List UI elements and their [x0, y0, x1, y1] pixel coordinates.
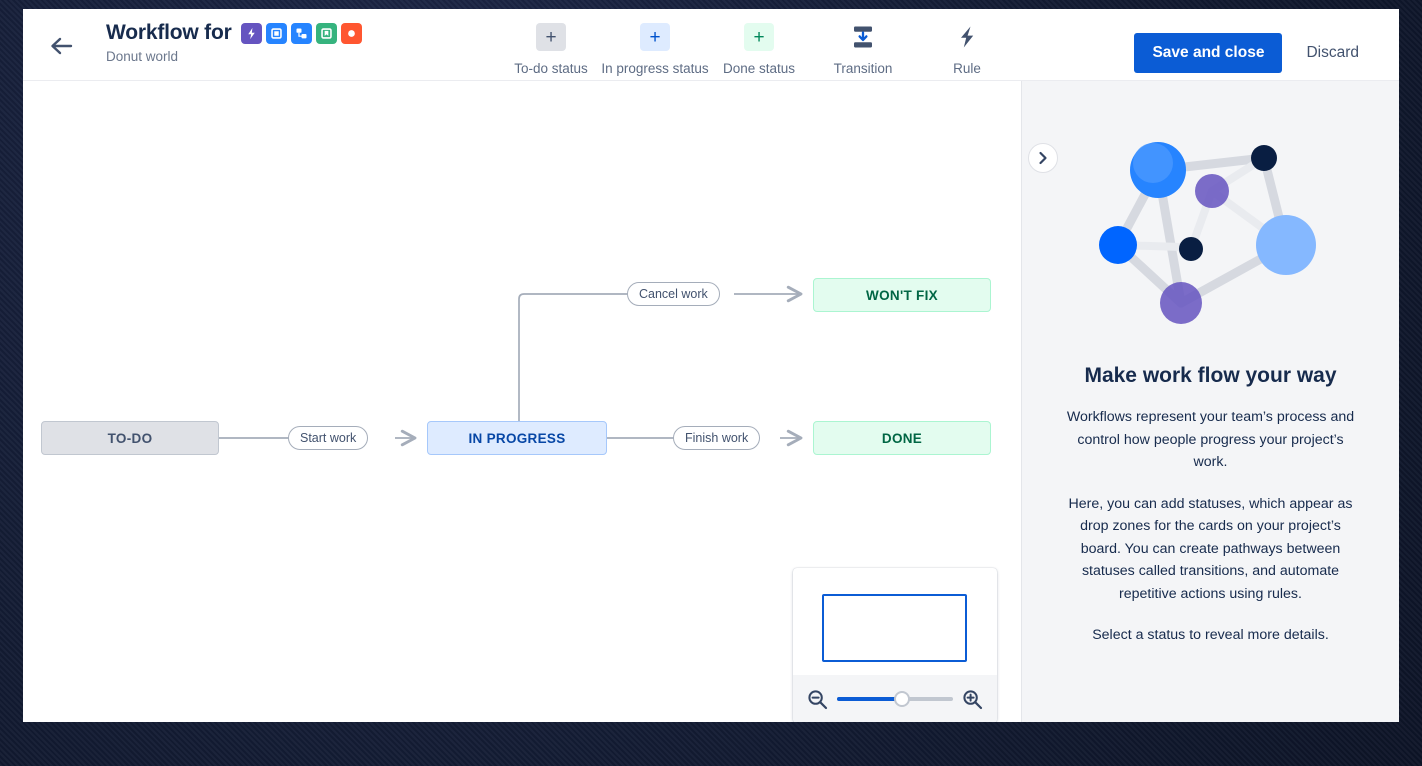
tool-label: Rule [953, 61, 981, 76]
workflow-edges [219, 285, 803, 447]
header-actions: Save and close Discard [1134, 33, 1373, 73]
panel-paragraph-3: Select a status to reveal more details. [1092, 627, 1329, 643]
zoom-out-icon[interactable] [807, 689, 828, 710]
slider-thumb[interactable] [893, 691, 910, 707]
page-title: Workflow for [106, 21, 232, 44]
edge-label-text: Cancel work [639, 287, 708, 301]
edge-label-text: Finish work [685, 431, 749, 445]
plus-icon: + [536, 23, 566, 51]
node-label: WON'T FIX [866, 287, 938, 303]
node-label: TO-DO [107, 430, 153, 446]
info-panel: Make work flow your way Workflows repres… [1022, 81, 1399, 722]
add-todo-status-button[interactable]: + To-do status [499, 19, 603, 76]
slider-fill [837, 697, 902, 701]
tool-label: To-do status [514, 61, 588, 76]
panel-divider [1021, 81, 1022, 722]
node-label: IN PROGRESS [468, 430, 566, 446]
tool-label: In progress status [601, 61, 709, 76]
project-badges [240, 22, 362, 44]
bolt-badge [240, 22, 262, 44]
workflow-canvas[interactable]: TO-DO IN PROGRESS DONE WON'T FIX Start w… [23, 81, 1021, 722]
tool-label: Transition [833, 61, 893, 76]
subtask-badge [290, 22, 312, 44]
transition-icon [848, 23, 878, 51]
plus-icon: + [744, 23, 774, 51]
circle-badge [340, 22, 362, 44]
save-and-close-button[interactable]: Save and close [1134, 33, 1283, 73]
add-done-status-button[interactable]: + Done status [707, 19, 811, 76]
transition-label-cancel-work[interactable]: Cancel work [627, 282, 720, 306]
edge-label-text: Start work [300, 431, 357, 445]
bookmark-badge [315, 22, 337, 44]
transition-label-finish-work[interactable]: Finish work [673, 426, 761, 450]
add-transition-button[interactable]: Transition [811, 19, 915, 76]
app-window: Workflow for [23, 9, 1399, 722]
zoom-controls [793, 675, 997, 722]
page-subtitle: Donut world [106, 49, 179, 64]
network-graph-illustration [1098, 142, 1316, 324]
status-toolbar: + To-do status + In progress status + Do… [499, 19, 1019, 76]
panel-title: Make work flow your way [1084, 364, 1337, 387]
arrow-left-icon[interactable] [47, 31, 77, 61]
status-node-done[interactable]: DONE [813, 421, 991, 455]
zoom-in-icon[interactable] [962, 689, 983, 710]
plus-icon: + [640, 23, 670, 51]
status-node-inprogress[interactable]: IN PROGRESS [427, 421, 607, 455]
transition-label-start-work[interactable]: Start work [288, 426, 369, 450]
tool-label: Done status [722, 61, 796, 76]
zoom-slider[interactable] [837, 691, 953, 707]
add-inprogress-status-button[interactable]: + In progress status [601, 19, 709, 76]
panel-paragraph-1: Workflows represent your team’s process … [1066, 409, 1355, 470]
add-rule-button[interactable]: Rule [915, 19, 1019, 76]
title-block: Workflow for [106, 21, 362, 64]
minimap-viewport[interactable] [822, 594, 967, 662]
bolt-icon [952, 23, 982, 51]
square-badge [265, 22, 287, 44]
canvas-minimap[interactable] [793, 568, 997, 722]
panel-paragraph-2: Here, you can add statuses, which appear… [1068, 495, 1353, 602]
status-node-todo[interactable]: TO-DO [41, 421, 219, 455]
discard-button[interactable]: Discard [1292, 33, 1373, 73]
node-label: DONE [881, 430, 923, 446]
chevron-right-icon[interactable] [1028, 143, 1058, 173]
app-header: Workflow for [23, 9, 1399, 81]
status-node-wontfix[interactable]: WON'T FIX [813, 278, 991, 312]
